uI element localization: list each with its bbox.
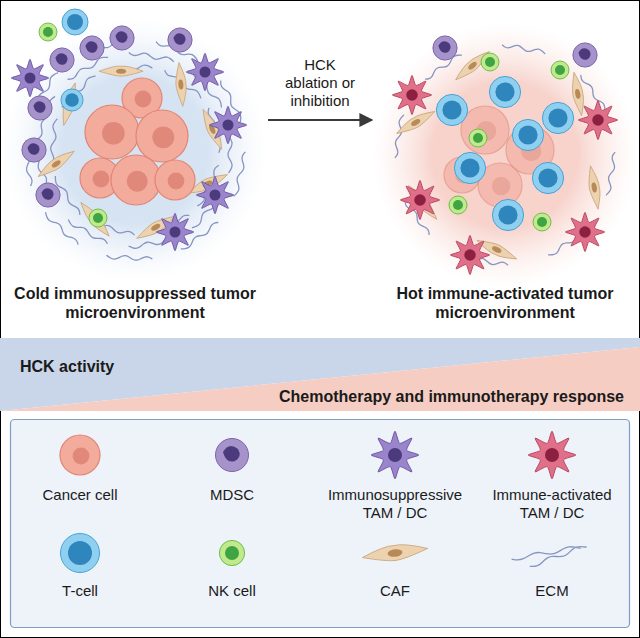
cancer-cell — [155, 160, 195, 200]
ecm-fiber — [529, 544, 587, 568]
legend-text: MDSC — [157, 486, 307, 504]
ecm-fiber — [233, 151, 247, 197]
ecm-fiber — [128, 50, 174, 62]
suppressive-tam — [186, 53, 223, 90]
ecm-fiber — [43, 212, 79, 246]
nk-cell — [89, 209, 107, 227]
caf-cell — [394, 107, 437, 138]
cold-halo — [3, 18, 267, 282]
ecm-fiber — [502, 43, 546, 55]
cancer-cell — [111, 155, 161, 205]
t-cell — [454, 152, 485, 183]
tumor-microenvironment: Cold immunosuppressed tumor microenviron… — [5, 22, 265, 322]
legend-text: Immune-activated TAM / DC — [477, 486, 627, 522]
legend-text: Immunosuppressive TAM / DC — [320, 486, 470, 522]
mdsc-cell — [433, 36, 457, 60]
mdsc-cell — [22, 138, 46, 162]
gradient-label: HCK activity — [20, 358, 114, 376]
caf-cell — [99, 66, 143, 76]
cancer-cell — [461, 106, 509, 154]
tumor-microenvironment: Hot immune-activated tumor microenvironm… — [375, 22, 635, 322]
legend-text: T-cell — [5, 582, 155, 600]
activated-tam — [400, 180, 439, 219]
arrow-connector — [268, 119, 372, 121]
t-cell — [512, 119, 543, 150]
t-cell — [62, 9, 88, 35]
nk-cell — [533, 213, 551, 231]
nk-cell — [39, 23, 57, 41]
cancer-cell — [60, 435, 100, 475]
response-band — [0, 347, 640, 411]
nk-cell — [219, 540, 244, 565]
caf-cell — [361, 541, 428, 565]
hck-activity-band — [0, 338, 640, 411]
mdsc-cell — [216, 439, 249, 472]
t-cell — [532, 162, 563, 193]
mdsc-cell — [36, 183, 60, 207]
mdsc-cell — [50, 48, 74, 72]
node-caption: Hot immune-activated tumor microenvironm… — [375, 284, 635, 322]
mdsc-cell — [28, 96, 52, 120]
activated-tam — [392, 75, 431, 114]
mdsc-cell — [110, 26, 134, 50]
ecm-fiber — [393, 114, 405, 158]
legend-panel — [11, 420, 630, 628]
caf-cell — [174, 62, 188, 107]
node-caption: Cold immunosuppressed tumor microenviron… — [5, 284, 265, 322]
mdsc-cell — [573, 43, 597, 67]
caf-cell — [586, 165, 604, 210]
cold-tumor-cells — [11, 9, 247, 261]
activated-tam — [450, 235, 489, 274]
legend-text: ECM — [477, 582, 627, 600]
activated-tam — [565, 212, 604, 251]
ecm-fiber — [180, 221, 219, 252]
ecm-fiber — [579, 74, 608, 112]
nk-cell — [481, 53, 499, 71]
activated-tam — [528, 431, 576, 479]
activated-tam — [578, 100, 617, 139]
nk-cell — [551, 61, 569, 79]
legend-text: CAF — [320, 582, 470, 600]
suppressive-tam — [156, 213, 193, 250]
gradient-label: Chemotherapy and immunotherapy response — [279, 388, 624, 406]
nk-cell — [469, 129, 487, 147]
suppressive-tam — [196, 176, 233, 213]
t-cell — [489, 76, 520, 107]
nk-cell — [449, 196, 467, 214]
t-cell — [61, 89, 83, 111]
cancer-cell — [136, 110, 188, 162]
suppressive-tam — [11, 59, 48, 96]
caf-cell — [77, 199, 113, 239]
suppressive-tam — [371, 431, 419, 479]
t-cell — [436, 94, 467, 125]
ecm-fiber — [606, 152, 618, 196]
mdsc-cell — [168, 28, 192, 52]
hot-halo — [373, 23, 637, 287]
cancer-cell — [85, 105, 139, 159]
caf-cell — [475, 236, 519, 264]
legend-text: Cancer cell — [5, 486, 155, 504]
t-cell — [61, 534, 100, 573]
t-cell — [542, 102, 573, 133]
hot-tumor-cells — [392, 36, 617, 275]
suppressive-tam — [209, 106, 246, 143]
mdsc-cell — [80, 36, 104, 60]
ecm-fiber — [106, 255, 152, 261]
t-cell — [492, 199, 523, 230]
legend-text: NK cell — [157, 582, 307, 600]
edge-label: HCK ablation or inhibition — [277, 56, 363, 110]
